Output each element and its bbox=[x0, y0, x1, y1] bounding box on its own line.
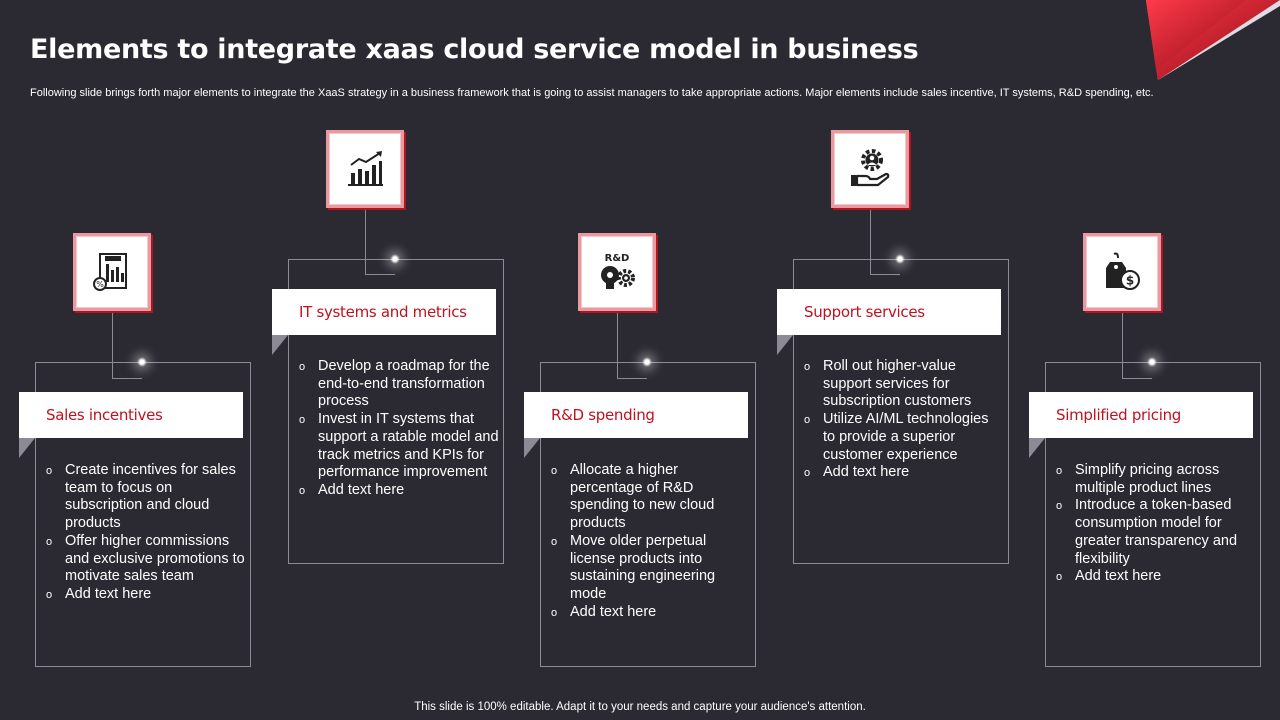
price-tag-dollar-icon: $ bbox=[1106, 252, 1140, 290]
card-label-box: IT systems and metrics bbox=[272, 289, 496, 335]
list-item: Roll out higher-value support services f… bbox=[804, 358, 1004, 411]
list-item: Move older perpetual license products in… bbox=[551, 533, 751, 604]
svg-text:R&D: R&D bbox=[605, 253, 630, 264]
connector-line bbox=[870, 208, 900, 275]
card-label-box: Support services bbox=[777, 289, 1001, 335]
rnd-lightbulb-gear-icon: R&D bbox=[601, 253, 635, 289]
hand-gear-user-icon bbox=[851, 149, 890, 187]
list-item: Simplify pricing across multiple product… bbox=[1056, 462, 1256, 497]
label-fold bbox=[1029, 438, 1045, 458]
card-bullets: Simplify pricing across multiple product… bbox=[1056, 462, 1256, 587]
glow-dot bbox=[390, 254, 400, 264]
card-label: R&D spending bbox=[551, 406, 655, 424]
label-fold bbox=[777, 335, 793, 355]
connector-line bbox=[365, 208, 395, 275]
card-label: Sales incentives bbox=[46, 406, 163, 424]
icon-box: % bbox=[73, 233, 151, 311]
icon-box: $ bbox=[1083, 233, 1161, 311]
card-bullets: Roll out higher-value support services f… bbox=[804, 358, 1004, 483]
list-item: Create incentives for sales team to focu… bbox=[46, 462, 246, 533]
connector-line bbox=[617, 312, 647, 379]
list-item: Add text here bbox=[46, 586, 246, 604]
card-label-box: Simplified pricing bbox=[1029, 392, 1253, 438]
list-item: Invest in IT systems that support a rata… bbox=[299, 411, 499, 482]
card-bullets: Create incentives for sales team to focu… bbox=[46, 462, 246, 604]
connector-line bbox=[1122, 312, 1152, 379]
icon-box: R&D bbox=[578, 233, 656, 311]
svg-text:$: $ bbox=[1126, 274, 1134, 288]
label-fold bbox=[272, 335, 288, 355]
list-item: Add text here bbox=[1056, 568, 1256, 586]
glow-dot bbox=[1147, 357, 1157, 367]
footer-note: This slide is 100% editable. Adapt it to… bbox=[414, 701, 866, 713]
glow-dot bbox=[895, 254, 905, 264]
icon-box bbox=[831, 130, 909, 208]
growth-chart-icon bbox=[348, 151, 383, 186]
glow-dot bbox=[137, 357, 147, 367]
svg-text:%: % bbox=[96, 280, 104, 289]
list-item: Develop a roadmap for the end-to-end tra… bbox=[299, 358, 499, 411]
list-item: Offer higher commissions and exclusive p… bbox=[46, 533, 246, 586]
card-bullets: Develop a roadmap for the end-to-end tra… bbox=[299, 358, 499, 500]
list-item: Add text here bbox=[804, 464, 1004, 482]
page-title: Elements to integrate xaas cloud service… bbox=[30, 34, 919, 65]
card-bullets: Allocate a higher percentage of R&D spen… bbox=[551, 462, 751, 622]
list-item: Utilize AI/ML technologies to provide a … bbox=[804, 411, 1004, 464]
card-label: Simplified pricing bbox=[1056, 406, 1182, 424]
glow-dot bbox=[642, 357, 652, 367]
card-label: IT systems and metrics bbox=[299, 303, 467, 321]
tax-chart-icon: % bbox=[93, 253, 127, 291]
list-item: Add text here bbox=[299, 482, 499, 500]
list-item: Allocate a higher percentage of R&D spen… bbox=[551, 462, 751, 533]
list-item: Introduce a token-based consumption mode… bbox=[1056, 497, 1256, 568]
list-item: Add text here bbox=[551, 604, 751, 622]
page-subtitle: Following slide brings forth major eleme… bbox=[30, 87, 1154, 99]
card-label-box: Sales incentives bbox=[19, 392, 243, 438]
card-label: Support services bbox=[804, 303, 925, 321]
label-fold bbox=[524, 438, 540, 458]
icon-box bbox=[326, 130, 404, 208]
corner-decoration bbox=[1146, 0, 1280, 80]
connector-line bbox=[112, 312, 142, 379]
card-label-box: R&D spending bbox=[524, 392, 748, 438]
label-fold bbox=[19, 438, 35, 458]
